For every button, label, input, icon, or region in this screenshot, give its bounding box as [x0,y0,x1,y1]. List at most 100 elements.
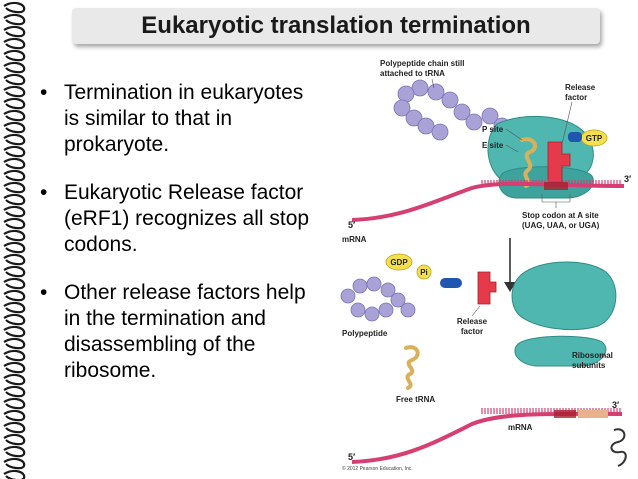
label-release-factor-bottom: Release [457,317,488,326]
label-polypeptide: Polypeptide [342,329,388,338]
spiral-coil [3,121,26,134]
spiral-coil [3,241,26,254]
label-e-site: E site [482,141,504,150]
spiral-coil [3,181,26,194]
label-five-prime-bottom: 5′ [348,452,355,462]
spiral-coil [3,205,26,218]
spiral-coil [3,277,26,290]
spiral-binding [3,1,26,479]
bullet-item: • Other release factors help in the term… [34,280,324,384]
gdp-label: GDP [390,258,408,267]
spiral-coil [3,25,26,38]
spiral-coil [3,337,26,350]
bullet-text: Other release factors help in the termin… [64,281,306,382]
label-mrna-top: mRNA [342,235,367,244]
bullet-glyph: • [40,181,48,204]
spiral-coil [3,109,26,122]
trna-p-site [520,137,538,188]
label-three-prime-bottom: 3′ [612,400,619,410]
spiral-coil [3,361,26,374]
gtp-label: GTP [586,134,603,143]
leader-line [471,305,481,317]
label-ribosomal-subunits: Ribosomal [572,351,613,360]
spiral-coil [3,97,26,110]
spiral-coil [3,133,26,146]
spiral-coil [3,157,26,170]
label-p-site: P site [482,125,504,134]
stop-codon-highlight [544,182,568,190]
label-release-factor-bottom: factor [461,327,483,336]
spiral-coil [3,421,26,434]
label-mrna-bottom: mRNA [508,423,533,432]
spiral-coil [3,385,26,398]
pi-blob [416,264,432,280]
ribosome-large-subunit-free [511,261,617,331]
free-trna [404,345,420,390]
label-three-prime-top: 3′ [624,174,631,184]
leader-line [561,101,573,145]
stop-codon-bottom [554,410,576,418]
translation-termination-figure: GTP Polypeptide chain still attached to … [340,59,631,472]
spiral-coil [3,169,26,182]
spiral-coil [3,289,26,302]
spiral-coil [3,193,26,206]
arrow-head [504,282,516,292]
label-five-prime-top: 5′ [348,220,355,230]
spiral-coil [3,145,26,158]
spiral-coil [3,253,26,266]
label-release-factor: Release [565,83,596,92]
leader-line [505,144,519,153]
spiral-coil [3,373,26,386]
spiral-coil [3,13,26,26]
copyright-text: © 2012 Pearson Education, Inc. [342,465,413,472]
mrna-strand-bottom [351,411,623,464]
polypeptide-chain-top [393,79,511,141]
leader-line [505,128,523,141]
title-bar: Eukaryotic translation termination [72,8,600,44]
spiral-coil [3,61,26,74]
bullet-list: • Termination in eukaryotes is similar t… [34,80,324,406]
bullet-item: • Eukaryotic Release factor (eRF1) recog… [34,180,324,258]
release-factor-bottom [477,271,497,305]
slide-title: Eukaryotic translation termination [141,12,531,39]
label-stop-codon: Stop codon at A site [522,211,599,220]
spiral-coil [3,349,26,362]
label-polypeptide-attached: Polypeptide chain still [380,59,464,68]
bullet-item: • Termination in eukaryotes is similar t… [34,80,324,158]
spiral-coil [3,325,26,338]
spiral-coil [3,433,26,446]
spiral-coil [3,37,26,50]
spiral-coil [3,49,26,62]
spiral-coil [3,73,26,86]
pi-label: Pi [420,268,428,277]
release-factor-blue-part [440,278,462,288]
spiral-coil [3,217,26,230]
spiral-coil [3,409,26,422]
bullet-glyph: • [40,81,48,104]
spiral-coil [3,229,26,242]
spiral-coil [3,457,26,470]
spiral-coil [3,469,26,479]
spiral-coil [3,265,26,278]
label-polypeptide-attached: attached to tRNA [380,69,445,78]
leader-line [431,78,435,89]
corner-swirl-decoration [610,428,627,467]
bullet-text: Eukaryotic Release factor (eRF1) recogni… [64,181,310,256]
gdp-blob [385,253,413,271]
ribosome-small-subunit-free [514,335,607,367]
gtp-binding-domain [568,132,582,142]
bullet-text: Termination in eukaryotes is similar to … [64,81,304,156]
spiral-coil [3,85,26,98]
spiral-coil [3,445,26,458]
label-ribosomal-subunits: subunits [572,361,606,370]
spiral-coil [3,313,26,326]
label-release-factor: factor [565,93,587,102]
spiral-coil [3,1,26,14]
spiral-coil [3,397,26,410]
label-stop-codon: (UAG, UAA, or UGA) [522,221,600,230]
bullet-glyph: • [40,281,48,304]
spiral-coil [3,301,26,314]
polypeptide-free [340,276,416,322]
utr-segment-bottom [578,410,608,418]
label-free-trna: Free tRNA [396,395,435,404]
